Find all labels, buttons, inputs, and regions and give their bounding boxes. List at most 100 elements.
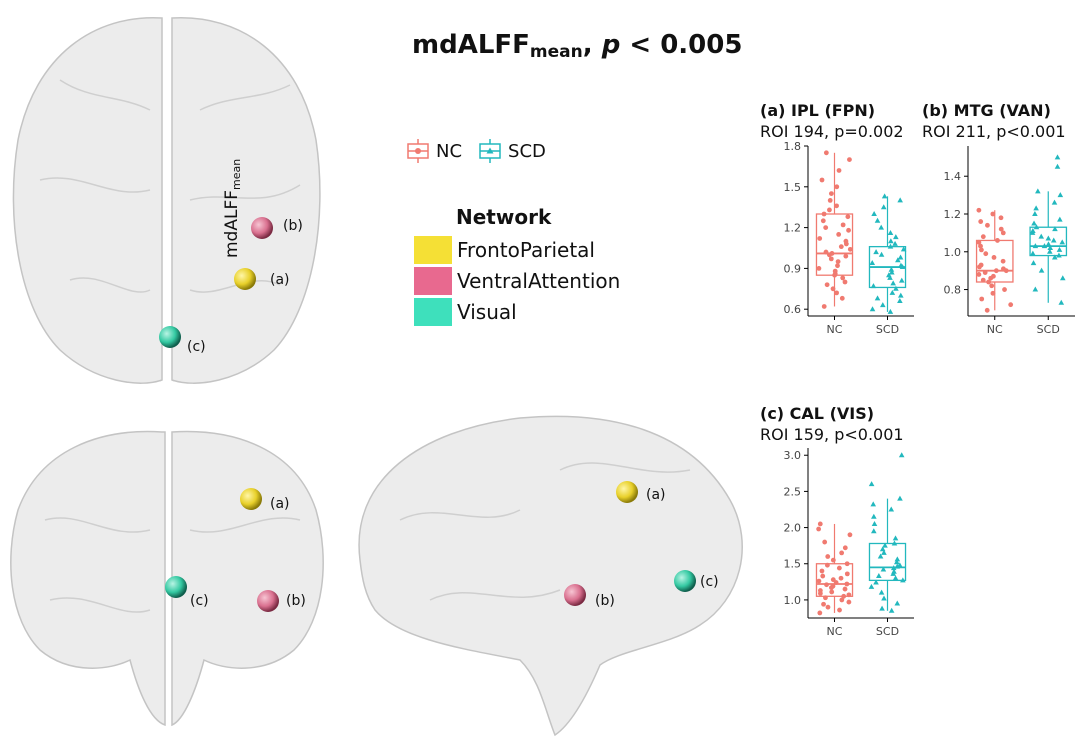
data-point-scd xyxy=(887,308,894,314)
data-point-scd xyxy=(1033,205,1039,211)
data-point-scd xyxy=(897,562,903,568)
data-point-scd xyxy=(874,217,881,223)
data-point-scd xyxy=(892,240,898,246)
data-point-scd xyxy=(1032,286,1039,292)
network-label: FrontoParietal xyxy=(457,238,595,262)
data-point-scd xyxy=(898,452,905,458)
data-point-scd xyxy=(900,577,906,583)
data-point-nc xyxy=(978,219,984,224)
nc-key-icon xyxy=(407,139,429,163)
data-point-nc xyxy=(817,588,823,593)
y-tick-label: 1.0 xyxy=(784,594,802,607)
panel-b-subtitle: ROI 211, p<0.001 xyxy=(922,122,1066,141)
data-point-scd xyxy=(893,559,900,565)
data-point-nc xyxy=(824,582,829,588)
data-point-scd xyxy=(1038,267,1045,273)
data-point-scd xyxy=(1050,237,1057,243)
data-point-nc xyxy=(823,150,829,156)
data-point-scd xyxy=(1038,233,1045,239)
data-point-nc xyxy=(841,593,847,599)
data-point-nc xyxy=(990,290,996,296)
data-point-nc xyxy=(822,539,828,545)
data-point-nc xyxy=(839,295,845,301)
data-point-nc xyxy=(998,215,1004,221)
brain-top-view xyxy=(12,17,321,384)
group-legend: NC SCD xyxy=(406,138,562,164)
data-point-scd xyxy=(898,277,905,283)
data-point-nc xyxy=(1002,287,1007,292)
data-point-nc xyxy=(835,259,841,264)
data-point-scd xyxy=(1056,252,1062,258)
sphere-b-side xyxy=(564,584,586,606)
data-point-scd xyxy=(892,535,899,541)
title-main: mdALFF xyxy=(412,30,530,60)
box-iqr xyxy=(975,239,1014,283)
y-tick-label: 2.0 xyxy=(784,522,802,535)
data-point-scd xyxy=(897,197,903,203)
ventralattention-swatch xyxy=(414,267,452,295)
data-point-scd xyxy=(1032,243,1039,249)
data-point-scd xyxy=(887,230,894,236)
data-point-scd xyxy=(886,272,892,278)
y-tick-label: 0.9 xyxy=(784,262,802,275)
sphere-c-top xyxy=(159,326,181,348)
data-point-nc xyxy=(847,157,852,163)
sphere-label-a: (a) xyxy=(270,272,290,288)
sphere-a-top xyxy=(234,268,256,290)
data-point-scd xyxy=(1030,250,1036,256)
data-point-nc xyxy=(980,234,986,240)
data-point-nc xyxy=(823,225,829,231)
data-point-nc xyxy=(836,168,842,173)
data-point-scd xyxy=(874,295,881,301)
network-item-visual: Visual xyxy=(414,298,517,326)
sphere-b-front xyxy=(257,590,279,612)
data-point-scd xyxy=(894,600,901,606)
brain-front-view xyxy=(10,430,324,727)
data-point-scd xyxy=(881,549,887,555)
data-point-scd xyxy=(881,193,888,199)
y-tick-label: 3.0 xyxy=(784,449,802,462)
data-point-scd xyxy=(1030,260,1037,266)
data-point-nc xyxy=(847,532,853,538)
data-point-scd xyxy=(1033,224,1040,230)
data-point-nc xyxy=(816,266,822,271)
legend-label-nc: NC xyxy=(436,140,463,162)
data-point-nc xyxy=(835,263,840,269)
data-point-nc xyxy=(1000,230,1006,236)
sphere-label-a: (a) xyxy=(646,487,666,503)
data-point-nc xyxy=(838,575,844,581)
title-p: p xyxy=(601,30,621,60)
data-point-nc xyxy=(979,247,984,253)
data-point-scd xyxy=(888,506,895,512)
data-point-nc xyxy=(845,214,851,220)
data-point-nc xyxy=(1000,266,1006,272)
data-point-nc xyxy=(840,222,846,228)
data-point-scd xyxy=(1059,239,1066,245)
data-point-nc xyxy=(842,586,848,592)
data-point-scd xyxy=(888,238,894,244)
network-item-ventralattention: VentralAttention xyxy=(414,267,620,295)
data-point-scd xyxy=(870,283,877,289)
data-point-scd xyxy=(873,579,879,585)
data-point-scd xyxy=(878,589,885,595)
data-point-scd xyxy=(897,292,904,298)
sphere-label-c: (c) xyxy=(700,574,719,590)
box-iqr xyxy=(815,563,854,597)
data-point-scd xyxy=(893,234,899,240)
panel-c-title: (c) CAL (VIS) xyxy=(760,404,875,423)
sphere-label-b: (b) xyxy=(283,218,303,234)
data-point-nc xyxy=(834,290,839,296)
data-point-scd xyxy=(879,546,886,552)
data-point-scd xyxy=(877,553,884,559)
data-point-scd xyxy=(1056,246,1063,252)
data-point-nc xyxy=(817,610,823,616)
y-tick-label: 1.5 xyxy=(784,558,802,571)
sphere-b-top xyxy=(251,217,273,239)
data-point-scd xyxy=(1031,220,1037,226)
y-tick-label: 1.0 xyxy=(944,246,962,259)
data-point-nc xyxy=(832,268,838,274)
data-point-nc xyxy=(844,571,850,577)
